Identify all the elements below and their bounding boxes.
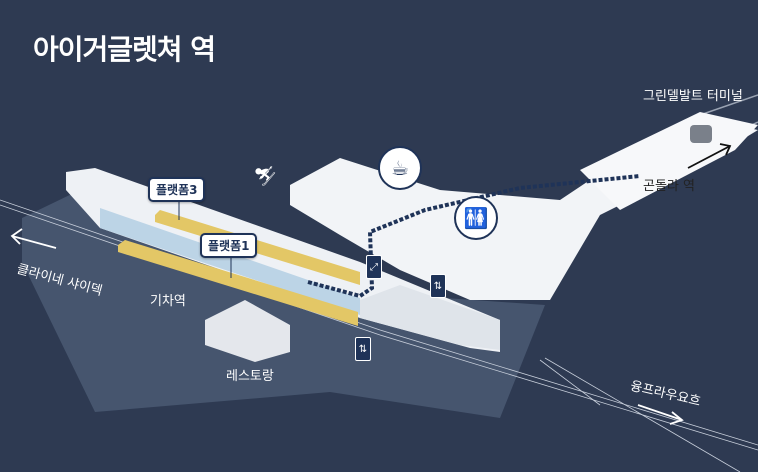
arrow-gondola — [687, 143, 732, 169]
connector-block — [360, 285, 500, 350]
page-title: 아이거글렛쳐 역 — [33, 33, 216, 66]
building-glass — [100, 208, 360, 315]
arrow-right-jungfraujoch — [637, 404, 683, 421]
restaurant-building — [205, 300, 290, 362]
restroom-icon: 🚻 — [454, 196, 498, 240]
elevator-icon: ⇅ — [355, 337, 371, 361]
platform3-badge: 플랫폼3 — [148, 177, 206, 202]
label-gondola-station: 곤돌라 역 — [643, 179, 695, 194]
label-grindelwald-terminal: 그린델발트 터미널 — [643, 89, 743, 104]
elevator-icon: ⇅ — [430, 274, 446, 298]
arrow-left-kleine-scheidegg — [11, 235, 57, 249]
escalator-icon: ⤢ — [366, 255, 382, 279]
trains — [118, 210, 360, 326]
coffee-cup-icon: ☕ — [378, 146, 422, 190]
gondola-cabin — [690, 125, 712, 143]
platform1-badge: 플랫폼1 — [200, 233, 258, 258]
direction-arrows — [10, 228, 684, 425]
train-platform3 — [155, 210, 360, 285]
label-train-station: 기차역 — [150, 294, 186, 309]
label-restaurant: 레스토랑 — [226, 369, 274, 384]
gondola-platform — [580, 112, 758, 210]
ground-area — [22, 190, 545, 418]
train-platform1 — [118, 240, 358, 326]
